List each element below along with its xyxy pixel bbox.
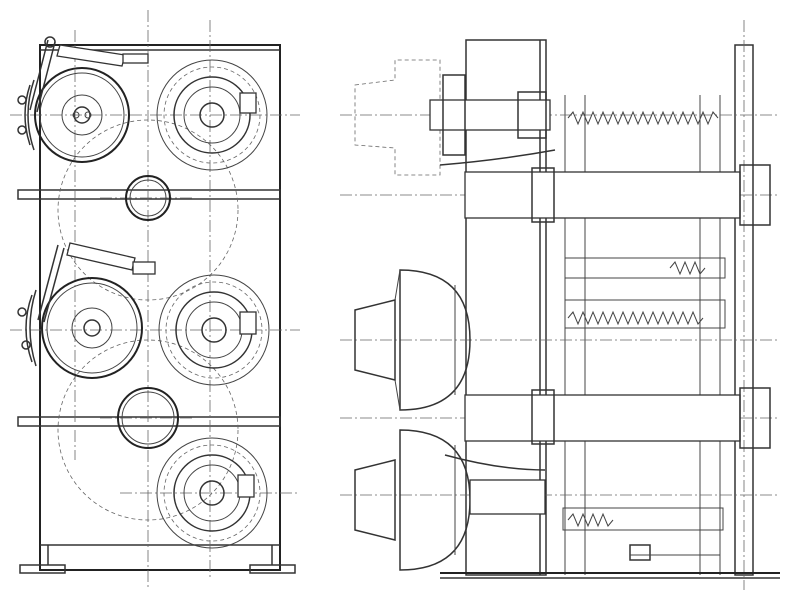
motor-bottom [354,429,471,571]
idler-lower [117,387,179,449]
spring-middle [567,260,706,326]
frame-crossbar-top [17,189,281,200]
drum-upper-left [24,67,130,163]
gear-assembly-bottom [156,437,268,549]
shaft-upper [429,74,551,156]
front-frame [39,44,281,571]
spring-bottom [567,512,614,528]
foot-left [19,564,66,574]
roller-middle-band [564,257,726,329]
bottom-bracket [629,544,651,561]
drum-middle-left [25,277,143,379]
frame-crossbar-bottom [17,416,281,427]
hydraulic-cylinder-upper [17,36,149,135]
gear-assembly-middle [158,274,270,386]
front-view [10,10,300,590]
hydraulic-cylinder-middle [17,242,156,350]
gear-assembly-top [156,59,268,171]
side-plate-left [465,39,547,576]
motor-middle [354,269,471,411]
spring-top [567,110,719,126]
roller-lower [464,387,771,449]
shaft-lower [469,479,724,531]
roller-upper [464,164,771,226]
motor-top [354,59,441,176]
idler-upper [125,175,171,221]
side-view [340,20,780,590]
